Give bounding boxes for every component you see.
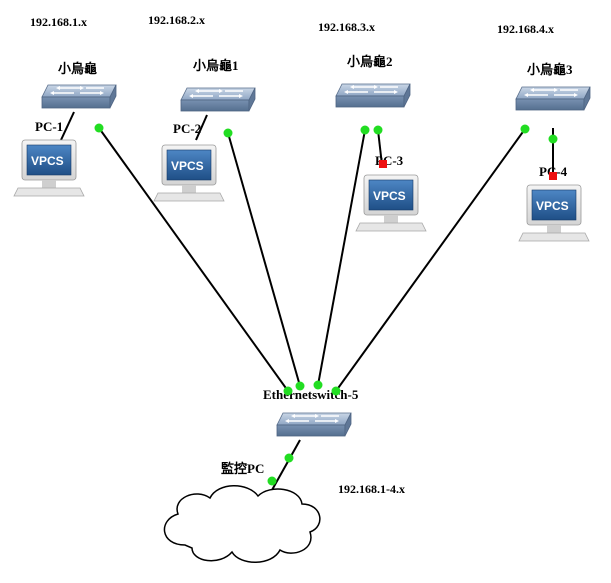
link-status-layer — [94, 123, 558, 486]
link-sw2-pc3 — [377, 129, 383, 166]
subnet-label-monitor: 192.168.1-4.x — [338, 482, 405, 496]
link-sw0-pc1 — [60, 111, 75, 141]
status-dot-sw2-pc3 — [373, 125, 383, 135]
pc-2[interactable]: VPCS — [153, 144, 225, 202]
status-dot-core-1 — [283, 386, 293, 396]
status-dot-sw3-core — [520, 124, 530, 134]
link-sw1-core — [227, 132, 301, 387]
pc-1-vpcs-label: VPCS — [31, 154, 64, 168]
pc-2-label: PC-2 — [173, 121, 201, 136]
link-sw1-pc2 — [195, 114, 208, 141]
status-dot-pc4-down — [549, 172, 557, 180]
switch-sw2[interactable] — [335, 83, 411, 108]
pc-1[interactable]: VPCS — [13, 139, 85, 197]
link-sw2-core — [317, 129, 366, 386]
switch-sw0[interactable] — [41, 84, 117, 109]
cloud-node[interactable] — [163, 485, 321, 563]
pc-3[interactable]: VPCS — [355, 174, 427, 232]
status-dot-sw1-core — [223, 128, 233, 138]
pc-3-vpcs-label: VPCS — [373, 189, 406, 203]
pc-2-vpcs-label: VPCS — [171, 159, 204, 173]
subnet-label-3: 192.168.3.x — [318, 20, 375, 34]
switch-sw1-label: 小烏龜1 — [193, 58, 239, 73]
switch-sw0-label: 小烏龜 — [58, 61, 97, 76]
switch-sw3[interactable] — [515, 86, 591, 111]
link-core-cloud — [271, 439, 301, 491]
status-dot-core-cloud — [284, 453, 294, 463]
switch-sw3-label: 小烏龜3 — [527, 62, 573, 77]
status-dot-pc3-down — [379, 160, 387, 168]
status-dot-cloud — [267, 476, 277, 486]
cloud-label: 監控PC — [221, 461, 264, 476]
link-sw0-core — [98, 127, 289, 392]
subnet-label-2: 192.168.2.x — [148, 13, 205, 27]
links-layer — [60, 111, 554, 491]
cloud-icon — [163, 485, 321, 563]
switch-sw2-label: 小烏龜2 — [347, 54, 393, 69]
status-dot-core-4 — [331, 386, 341, 396]
status-dot-sw3-pc4 — [548, 134, 558, 144]
status-dot-core-3 — [313, 380, 323, 390]
switch-core-label: Ethernetswitch-5 — [263, 387, 359, 402]
status-dot-sw2-core — [360, 125, 370, 135]
switch-sw1[interactable] — [180, 87, 256, 112]
status-dot-core-2 — [295, 381, 305, 391]
pc-4-label: PC-4 — [539, 164, 568, 179]
link-sw3-core — [335, 128, 526, 392]
status-dot-sw0-core — [94, 123, 104, 133]
subnet-label-4: 192.168.4.x — [497, 22, 554, 36]
subnet-label-1: 192.168.1.x — [30, 15, 87, 29]
pc-4[interactable]: VPCS — [518, 184, 590, 242]
pc-1-label: PC-1 — [35, 119, 63, 134]
switch-core[interactable] — [276, 412, 352, 437]
pc-4-vpcs-label: VPCS — [536, 199, 569, 213]
